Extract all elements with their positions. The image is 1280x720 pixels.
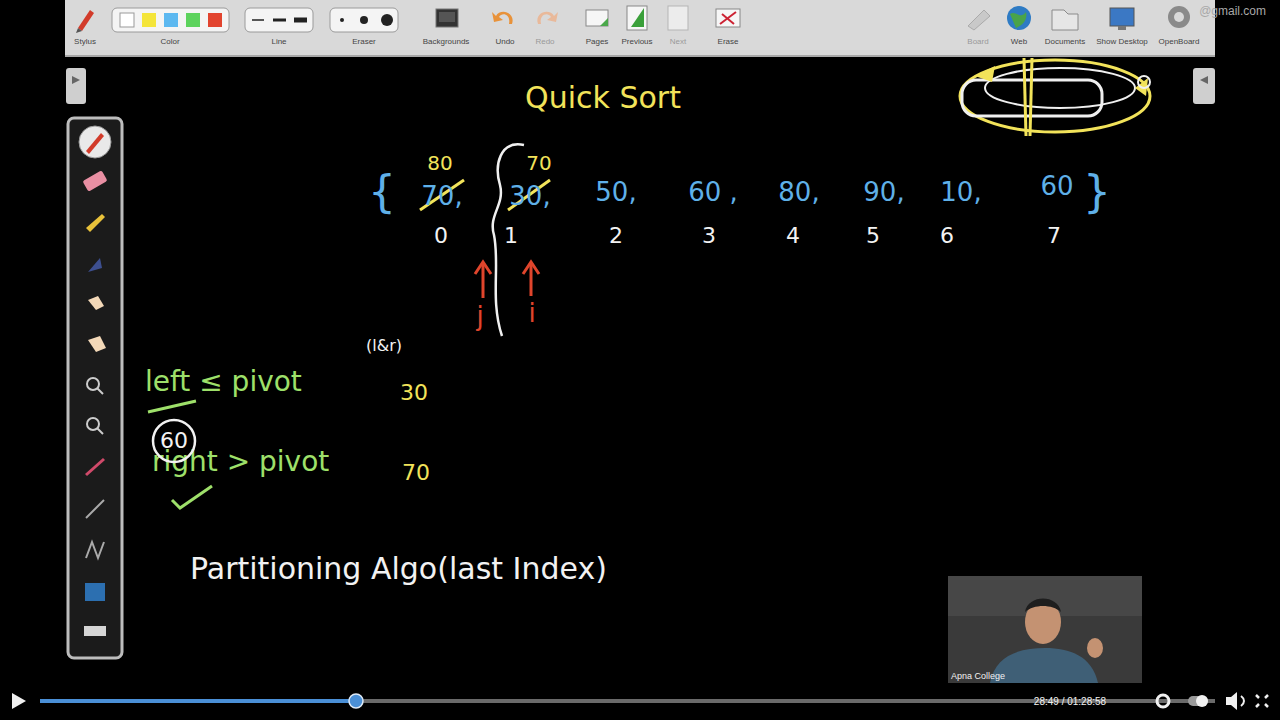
array-index: 7 <box>1047 224 1061 248</box>
toolbar-label: Line <box>271 38 286 47</box>
color-picker <box>112 8 229 32</box>
toolbar-label: Show Desktop <box>1096 38 1148 47</box>
toolbar-label: Next <box>670 38 686 47</box>
time-display: 28:49 / 01:28:58 <box>1034 696 1106 707</box>
array-value: 90, <box>863 178 904 207</box>
toolbar-label: Erase <box>718 38 739 47</box>
toolbar-label: Documents <box>1045 38 1085 47</box>
pointer-name: i <box>528 299 535 328</box>
brace: } <box>1083 168 1111 216</box>
watermark: @gmail.com <box>1199 5 1266 18</box>
array-value: 10, <box>940 178 981 207</box>
circled-number: 60 <box>160 429 188 453</box>
note: (l&r) <box>366 337 402 355</box>
array-index: 6 <box>940 224 954 248</box>
toolbar-label: Pages <box>586 38 609 47</box>
strike-mark <box>420 180 550 210</box>
undo-icon <box>492 12 513 24</box>
toolbar-label: Redo <box>535 38 554 47</box>
array-value: 30, <box>509 182 550 211</box>
toolbar-label: Web <box>1011 38 1027 47</box>
player-controls <box>12 692 1268 710</box>
rule-text: left ≤ pivot <box>145 367 302 398</box>
documents-icon <box>1052 10 1078 30</box>
swapped-value: 70 <box>526 152 551 174</box>
board-icon <box>968 10 990 30</box>
line-picker <box>245 8 313 32</box>
previous-icon <box>627 6 647 30</box>
web-icon <box>1007 6 1031 30</box>
toolbar <box>65 0 1215 56</box>
tab-arrow <box>72 76 80 84</box>
partition-line <box>493 144 524 336</box>
array-value: 80, <box>778 178 819 207</box>
toolbar-label: Previous <box>621 38 652 47</box>
array-index: 0 <box>434 224 448 248</box>
backgrounds-icon <box>436 9 458 27</box>
openboard-icon <box>1168 6 1190 28</box>
side-tab <box>1193 68 1215 104</box>
yellow-scribble <box>960 58 1150 136</box>
heading-text: Partitioning Algo(last Index) <box>190 552 607 585</box>
channel-name: Apna College <box>951 672 1005 682</box>
array-value: 60 <box>1040 172 1073 201</box>
toolbar-label: Undo <box>495 38 514 47</box>
array-value: 50, <box>595 178 636 207</box>
toolbar-label: Backgrounds <box>423 38 470 47</box>
eraser-picker <box>330 8 398 32</box>
redo-icon <box>537 12 558 24</box>
array-index: 5 <box>866 224 880 248</box>
toolbar-border <box>65 55 1215 57</box>
webcam-feed <box>948 576 1142 683</box>
tab-arrow <box>1200 76 1208 84</box>
example-value: 70 <box>402 461 430 485</box>
next-icon <box>668 6 688 30</box>
show-desktop-icon <box>1110 8 1134 30</box>
toolbar-label: Color <box>160 38 179 47</box>
swapped-value: 80 <box>427 152 452 174</box>
array-index: 3 <box>702 224 716 248</box>
array-index: 2 <box>609 224 623 248</box>
toolbar-label: Board <box>967 38 988 47</box>
brace: { <box>368 168 396 216</box>
circled-value: 60 <box>151 418 197 464</box>
example-value: 30 <box>400 381 428 405</box>
array-value: 70, <box>421 182 462 211</box>
toolbar-label: OpenBoard <box>1159 38 1200 47</box>
array-index: 1 <box>504 224 518 248</box>
array-value: 60 , <box>688 178 738 207</box>
toolbar-label: Stylus <box>74 38 96 47</box>
array-index: 4 <box>786 224 800 248</box>
pages-icon <box>586 10 608 26</box>
title-text: Quick Sort <box>525 81 681 114</box>
tool-palette <box>68 118 122 658</box>
pointer-arrow <box>475 262 539 298</box>
stylus-icon <box>76 10 94 33</box>
circle-outline <box>153 420 195 462</box>
side-tab <box>66 68 86 104</box>
toolbar-label: Eraser <box>352 38 376 47</box>
pointer-name: j <box>476 302 483 331</box>
erase-icon <box>716 9 740 27</box>
